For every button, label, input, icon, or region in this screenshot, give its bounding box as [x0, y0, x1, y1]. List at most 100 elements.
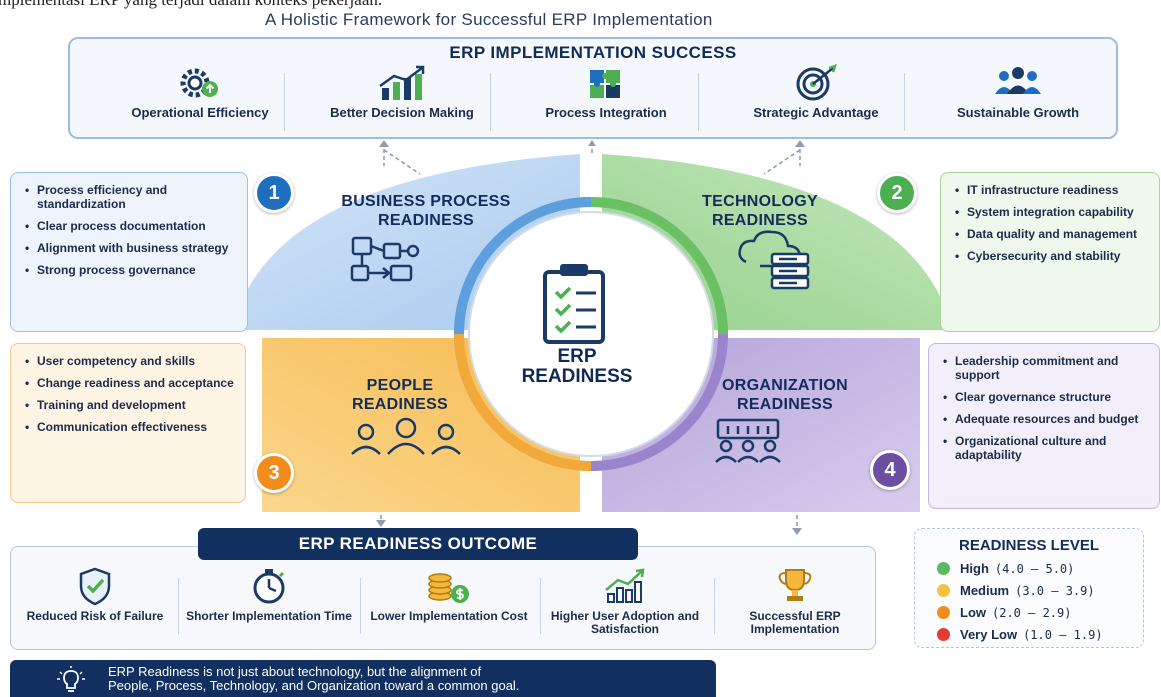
- center-line: READINESS: [521, 366, 633, 387]
- success-label: Strategic Advantage: [753, 105, 879, 120]
- outcome-banner: ERP READINESS OUTCOME: [198, 528, 638, 560]
- bullet-item: Organizational culture and adaptability: [943, 434, 1151, 462]
- arrow-head: [588, 140, 596, 146]
- divider: [178, 578, 179, 634]
- shield-check-icon: [79, 567, 111, 606]
- note-line: People, Process, Technology, and Organiz…: [108, 678, 520, 693]
- bullet-item: Strong process governance: [25, 263, 239, 277]
- level-row-medium: Medium(3.0 – 3.9): [937, 582, 1095, 600]
- legend-title: READINESS LEVEL: [958, 537, 1100, 554]
- technology-bullets-box: IT infrastructure readiness System integ…: [940, 172, 1160, 332]
- title-line: ORGANIZATION: [722, 377, 848, 394]
- note-text: ERP Readiness is not just about technolo…: [108, 665, 708, 693]
- readiness-level-legend: READINESS LEVEL High (4.0 – 5.0) Medium(3…: [914, 528, 1144, 648]
- outcome-successful-erp: Successful ERP Implementation: [710, 566, 880, 646]
- title-line: READINESS: [351, 396, 449, 413]
- title-line: PEOPLE: [366, 377, 434, 394]
- bullet-item: Training and development: [25, 398, 237, 412]
- level-dot: [937, 562, 950, 575]
- level-range: (4.0 – 5.0): [994, 562, 1075, 576]
- outcome-label: Higher User Adoption and Satisfaction: [550, 609, 700, 636]
- bar-chart-icon: [379, 65, 425, 100]
- organization-icon: [715, 418, 781, 463]
- bullet-item: Cybersecurity and stability: [955, 249, 1151, 263]
- cloud-server-icon: [738, 230, 810, 290]
- business-bullets-box: Process efficiency and standardization C…: [10, 172, 248, 332]
- outcome-label: Shorter Implementation Time: [186, 609, 352, 623]
- coins-icon: [428, 573, 469, 603]
- bullet-item: Process efficiency and standardization: [25, 183, 239, 211]
- divider: [284, 73, 285, 131]
- framework-subtitle: A Holistic Framework for Successful ERP …: [265, 10, 713, 29]
- level-dot: [937, 628, 950, 641]
- level-name: High: [960, 561, 989, 576]
- level-row-very-low: Very Low (1.0 – 1.9): [937, 626, 1103, 644]
- erp-readiness-center-label: ERP READINESS: [462, 347, 692, 387]
- arrow-head: [795, 140, 805, 147]
- outcome-shorter-time: Shorter Implementation Time: [184, 566, 354, 646]
- business-process-title: BUSINESS PROCESS READINESS: [316, 192, 536, 230]
- success-label: Process Integration: [545, 105, 667, 120]
- gear-arrow-icon: [180, 68, 218, 98]
- connector-line: [763, 149, 801, 175]
- bullet-item: Clear process documentation: [25, 219, 239, 233]
- badge-2: 2: [877, 173, 917, 213]
- connector-line: [383, 149, 421, 175]
- bullet-item: Change readiness and acceptance: [25, 376, 237, 390]
- arrow-head: [379, 140, 389, 147]
- success-panel-title: ERP IMPLEMENTATION SUCCESS: [449, 43, 737, 62]
- divider: [490, 73, 491, 131]
- outcome-reduced-risk: Reduced Risk of Failure: [10, 566, 180, 646]
- level-name: Very Low: [960, 627, 1018, 642]
- bottom-note-bar: ERP Readiness is not just about technolo…: [10, 660, 716, 697]
- note-line: ERP Readiness is not just about technolo…: [108, 664, 482, 679]
- success-item-operational-efficiency: Operational Efficiency: [100, 64, 300, 138]
- bullet-item: Leadership commitment and support: [943, 354, 1151, 382]
- level-row-high: High (4.0 – 5.0): [937, 560, 1074, 578]
- success-item-better-decision-making: Better Decision Making: [302, 64, 502, 138]
- divider: [904, 73, 905, 131]
- title-line: READINESS: [377, 212, 475, 229]
- level-name: Low: [960, 605, 986, 620]
- trophy-icon: [778, 569, 812, 601]
- outcome-lower-cost: Lower Implementation Cost: [364, 566, 534, 646]
- title-line: BUSINESS PROCESS: [341, 193, 511, 210]
- puzzle-icon: [590, 70, 620, 98]
- title-line: READINESS: [711, 212, 809, 229]
- technology-title: TECHNOLOGY READINESS: [660, 192, 860, 230]
- people-group-icon: [995, 67, 1041, 94]
- divider: [714, 578, 715, 634]
- divider: [540, 578, 541, 634]
- level-row-low: Low (2.0 – 2.9): [937, 604, 1071, 622]
- title-line: READINESS: [736, 396, 834, 413]
- bullet-item: IT infrastructure readiness: [955, 183, 1151, 197]
- title-line: TECHNOLOGY: [702, 193, 818, 210]
- level-range: (1.0 – 1.9): [1023, 628, 1103, 642]
- people-title: PEOPLE READINESS: [330, 376, 470, 414]
- arrow-head: [792, 528, 802, 535]
- bullet-item: System integration capability: [955, 205, 1151, 219]
- success-label: Sustainable Growth: [956, 105, 1080, 120]
- success-label: Operational Efficiency: [131, 105, 269, 120]
- level-name: Medium: [960, 583, 1010, 598]
- divider: [360, 578, 361, 634]
- level-range: (2.0 – 2.9): [992, 606, 1072, 620]
- process-flow-icon: [350, 236, 420, 282]
- organization-bullets-box: Leadership commitment and support Clear …: [928, 343, 1160, 509]
- success-label: Better Decision Making: [330, 105, 474, 120]
- people-bullets-box: User competency and skills Change readin…: [10, 343, 246, 503]
- bullet-item: Alignment with business strategy: [25, 241, 239, 255]
- outcome-higher-adoption: Higher User Adoption and Satisfaction: [540, 566, 710, 646]
- target-icon: [796, 64, 837, 101]
- clipboard-icon: [543, 264, 605, 344]
- growth-chart-icon: [605, 568, 645, 603]
- level-dot: [937, 606, 950, 619]
- arrow-head: [376, 520, 386, 527]
- badge-3: 3: [254, 453, 294, 493]
- readiness-outcome-panel: [10, 546, 876, 650]
- implementation-success-panel: ERP IMPLEMENTATION SUCCESS Operational E…: [68, 37, 1118, 139]
- outcome-label: Reduced Risk of Failure: [26, 609, 164, 623]
- clipped-caption: mplementasi ERP yang terjadi dalam konte…: [0, 0, 382, 10]
